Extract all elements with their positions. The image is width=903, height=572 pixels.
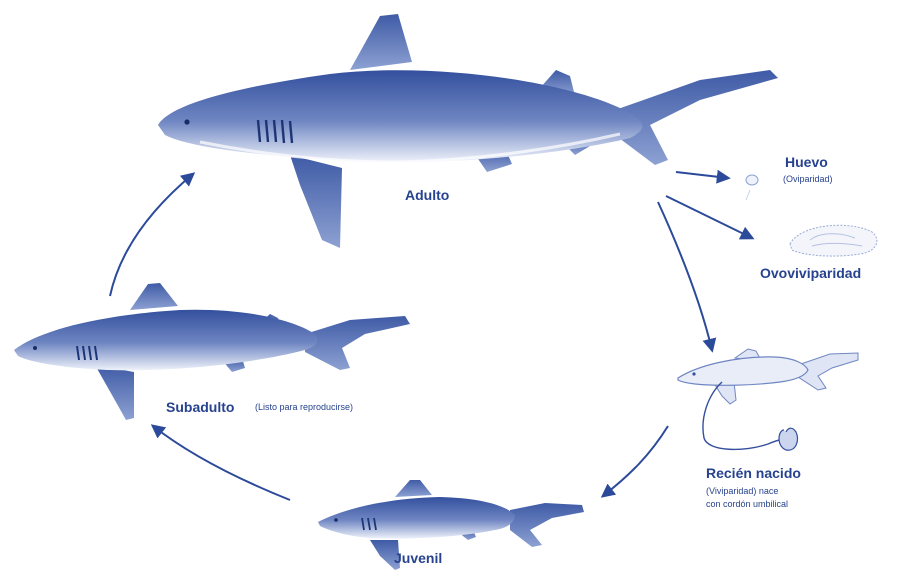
juvenile-label: Juvenil (394, 551, 442, 566)
ovoviviparity-label: Ovoviviparidad (760, 266, 861, 281)
egg-note: (Oviparidad) (783, 175, 833, 184)
arrow-adult-to-newborn (658, 202, 712, 350)
newborn-shark (678, 349, 858, 450)
newborn-label: Recién nacido (706, 466, 801, 481)
arrow-adult-to-ovoviviparity (666, 196, 752, 238)
arrow-subadult-to-adult (110, 174, 193, 296)
arrow-juvenile-to-subadult (153, 426, 290, 500)
subadult-note: (Listo para reproducirse) (255, 403, 353, 412)
arrow-newborn-to-juvenile (603, 426, 668, 496)
newborn-note-2: con cordón umbilical (706, 500, 788, 509)
adult-shark (158, 14, 778, 248)
egg-label: Huevo (785, 155, 828, 170)
egg-illustration (746, 175, 758, 200)
arrow-adult-to-egg (676, 172, 728, 178)
newborn-note-1: (Viviparidad) nace (706, 487, 778, 496)
subadult-label: Subadulto (166, 400, 234, 415)
adult-label: Adulto (405, 188, 449, 203)
juvenile-shark (318, 480, 584, 570)
egg-case-illustration (790, 225, 877, 256)
